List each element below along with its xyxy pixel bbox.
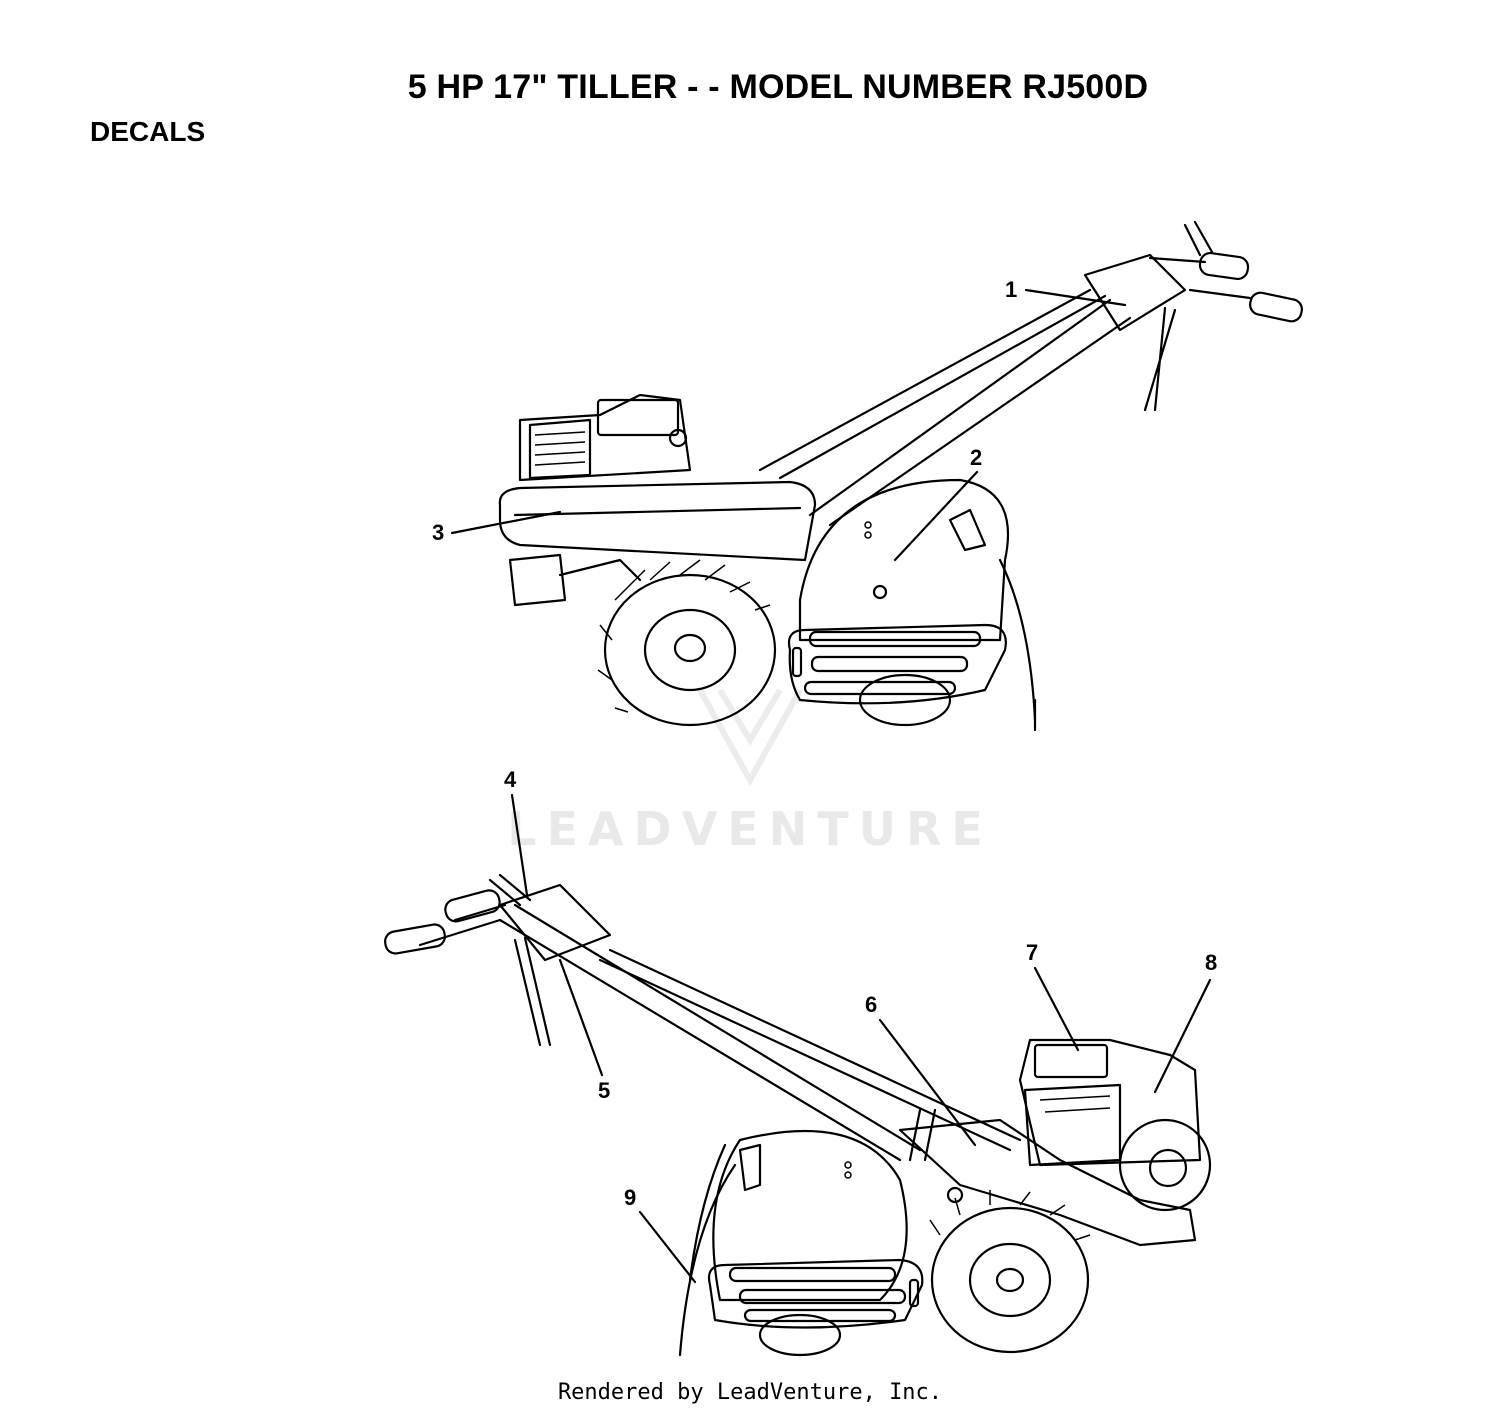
svg-text:4: 4	[504, 767, 517, 792]
callout-8: 8	[1153, 950, 1217, 1094]
callout-2: 2	[893, 445, 982, 562]
tiller-top-view	[498, 220, 1303, 732]
svg-text:2: 2	[970, 445, 982, 470]
svg-text:1: 1	[1005, 277, 1017, 302]
svg-text:8: 8	[1205, 950, 1217, 975]
svg-text:5: 5	[598, 1078, 610, 1103]
footer-credit: Rendered by LeadVenture, Inc.	[557, 1380, 943, 1405]
callout-5: 5	[558, 958, 610, 1103]
callout-6: 6	[865, 992, 977, 1147]
svg-text:6: 6	[865, 992, 877, 1017]
callout-7: 7	[1026, 940, 1080, 1052]
callout-9: 9	[624, 1185, 697, 1284]
page-title: 5 HP 17" TILLER - - MODEL NUMBER RJ500D	[407, 68, 1149, 106]
watermark-text: LEADVENTURE	[507, 802, 993, 856]
svg-text:7: 7	[1026, 940, 1038, 965]
tiller-bottom-view	[384, 873, 1212, 1357]
section-heading: DECALS	[90, 116, 206, 147]
callout-4: 4	[504, 767, 529, 897]
watermark-logo	[697, 688, 803, 787]
svg-text:9: 9	[624, 1185, 636, 1210]
callout-1: 1	[1005, 277, 1127, 307]
svg-text:3: 3	[432, 520, 444, 545]
callout-3: 3	[432, 510, 562, 545]
